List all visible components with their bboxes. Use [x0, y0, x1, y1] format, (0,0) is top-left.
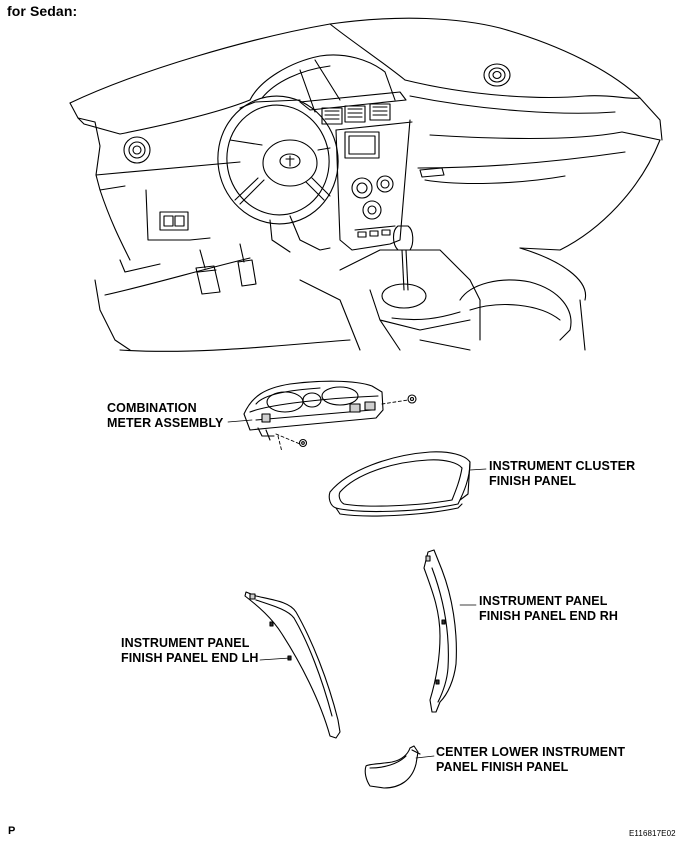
instrument-panel-finish-panel-end-rh-part: [423, 549, 477, 713]
label-line: METER ASSEMBLY: [107, 416, 224, 430]
label-line: INSTRUMENT PANEL: [121, 636, 250, 650]
label-line: FINISH PANEL: [489, 474, 577, 488]
label-line: FINISH PANEL END LH: [121, 651, 259, 665]
label-instrument-panel-finish-panel-end-lh: INSTRUMENT PANEL FINISH PANEL END LH: [121, 636, 259, 666]
label-instrument-cluster-finish-panel: INSTRUMENT CLUSTER FINISH PANEL: [489, 459, 635, 489]
label-combination-meter-assembly: COMBINATION METER ASSEMBLY: [107, 401, 223, 431]
label-line: FINISH PANEL END RH: [479, 609, 618, 623]
label-line: COMBINATION: [107, 401, 197, 415]
page-title: for Sedan:: [7, 3, 78, 19]
label-center-lower-instrument-panel-finish-panel: CENTER LOWER INSTRUMENT PANEL FINISH PAN…: [436, 745, 625, 775]
label-line: CENTER LOWER INSTRUMENT: [436, 745, 626, 759]
label-line: INSTRUMENT CLUSTER: [489, 459, 636, 473]
footer-page-mark: P: [8, 825, 16, 837]
instrument-panel-finish-panel-end-lh-part: [244, 591, 341, 739]
label-instrument-panel-finish-panel-end-rh: INSTRUMENT PANEL FINISH PANEL END RH: [479, 594, 618, 624]
footer-figure-code: E116817E02: [629, 829, 676, 838]
center-lower-instrument-panel-finish-panel-part: [364, 745, 435, 789]
label-line: INSTRUMENT PANEL: [479, 594, 608, 608]
instrument-cluster-finish-panel-part: [328, 451, 487, 517]
label-line: PANEL FINISH PANEL: [436, 760, 569, 774]
dashboard-overview-illustration: [69, 17, 663, 352]
combination-meter-assembly-part: [227, 380, 417, 453]
